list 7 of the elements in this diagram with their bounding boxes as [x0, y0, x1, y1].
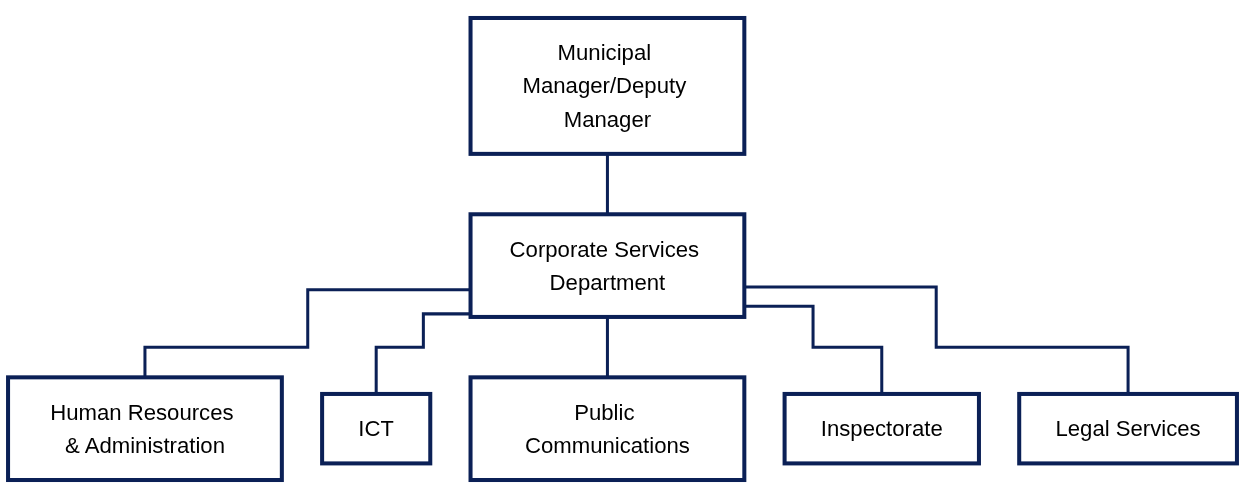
node-box: ICT [320, 391, 433, 466]
node-box: Human Resources & Administration [6, 375, 284, 483]
node-box: Inspectorate [782, 391, 981, 466]
node-box: Corporate Services Department [468, 212, 747, 319]
node-box: Municipal Manager/Deputy Manager [468, 15, 747, 156]
node-box: Public Communications [468, 375, 747, 483]
node-box: Legal Services [1017, 391, 1239, 466]
